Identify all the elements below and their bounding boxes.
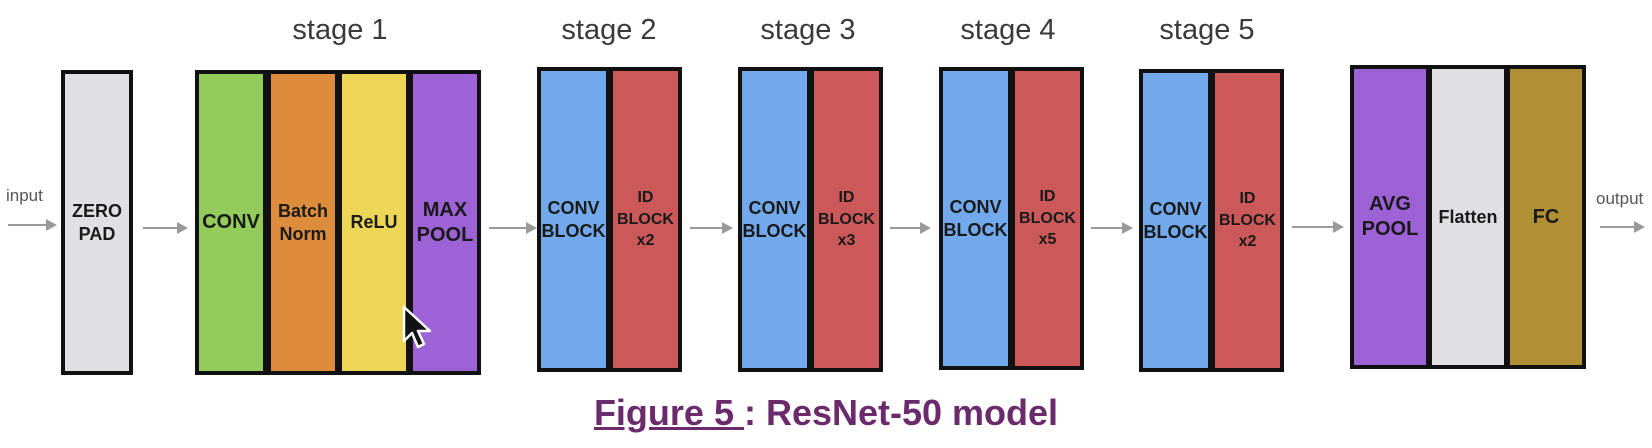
stage4-conv-block: CONV BLOCK bbox=[939, 67, 1012, 370]
stage-4-label: stage 4 bbox=[960, 14, 1056, 46]
figure-caption: Figure 5 : ResNet-50 model bbox=[0, 392, 1652, 434]
flatten-block: Flatten bbox=[1428, 65, 1508, 369]
zero-pad-block: ZERO PAD bbox=[61, 70, 133, 375]
stage3-id-block: ID BLOCK x3 bbox=[810, 67, 883, 372]
stage-3-label: stage 3 bbox=[760, 14, 856, 46]
input-arrow-head bbox=[46, 219, 57, 231]
arrow-zeropad-stage1-head bbox=[177, 222, 188, 234]
arrow-stage5-output-head-tip bbox=[1333, 221, 1344, 233]
arrow-stage1-stage2 bbox=[489, 227, 528, 229]
stage2-conv-block: CONV BLOCK bbox=[537, 67, 610, 372]
stage3-conv-block: CONV BLOCK bbox=[738, 67, 811, 372]
stage4-id-block-label: ID BLOCK x5 bbox=[1019, 188, 1076, 249]
fc-block: FC bbox=[1506, 65, 1586, 369]
flatten-label: Flatten bbox=[1438, 206, 1498, 227]
figure-number: Figure 5 bbox=[593, 392, 744, 433]
batch-norm-label: Batch Norm bbox=[277, 201, 328, 244]
stage5-conv-block-label: CONV BLOCK bbox=[1143, 199, 1208, 242]
fc-label: FC bbox=[1532, 205, 1560, 228]
relu-label: ReLU bbox=[350, 212, 398, 233]
input-label: input bbox=[6, 186, 43, 205]
stage-1-label: stage 1 bbox=[292, 14, 388, 46]
output-arrow-head bbox=[1634, 221, 1645, 233]
stage3-conv-block-label: CONV BLOCK bbox=[742, 198, 807, 241]
batch-norm-block: Batch Norm bbox=[267, 70, 339, 375]
stage5-conv-block: CONV BLOCK bbox=[1139, 69, 1212, 372]
output-label: output bbox=[1596, 189, 1644, 208]
stage4-id-block: ID BLOCK x5 bbox=[1011, 67, 1084, 370]
figure-title: : ResNet-50 model bbox=[743, 392, 1059, 433]
stage-2-label: stage 2 bbox=[561, 14, 657, 46]
stage2-id-block: ID BLOCK x2 bbox=[609, 67, 682, 372]
mouse-cursor-icon bbox=[402, 305, 432, 349]
arrow-stage4-stage5 bbox=[1091, 227, 1124, 229]
stage-5-label: stage 5 bbox=[1159, 14, 1255, 46]
stage5-id-block-label: ID BLOCK x2 bbox=[1219, 190, 1276, 251]
output-arrow bbox=[1600, 226, 1636, 228]
arrow-stage2-stage3 bbox=[690, 227, 724, 229]
zero-pad-label: ZERO PAD bbox=[71, 201, 122, 244]
arrow-stage4-stage5-head bbox=[1122, 222, 1133, 234]
relu-block: ReLU bbox=[338, 70, 410, 375]
arrow-stage1-stage2-head bbox=[526, 222, 537, 234]
arrow-stage5-output-head bbox=[1292, 226, 1335, 228]
stage2-conv-block-label: CONV BLOCK bbox=[541, 198, 606, 241]
max-pool-label: MAX POOL bbox=[416, 198, 474, 246]
stage5-id-block: ID BLOCK x2 bbox=[1211, 69, 1284, 372]
arrow-stage3-stage4-head bbox=[920, 222, 931, 234]
input-arrow bbox=[8, 224, 48, 226]
arrow-stage2-stage3-head bbox=[722, 222, 733, 234]
arrow-zeropad-stage1 bbox=[143, 227, 179, 229]
conv-block-stage1: CONV bbox=[195, 70, 267, 375]
stage2-id-block-label: ID BLOCK x2 bbox=[617, 189, 674, 250]
conv-label: CONV bbox=[202, 211, 260, 233]
stage4-conv-block-label: CONV BLOCK bbox=[943, 197, 1008, 240]
avg-pool-block: AVG POOL bbox=[1350, 65, 1430, 369]
stage3-id-block-label: ID BLOCK x3 bbox=[818, 189, 875, 250]
arrow-stage3-stage4 bbox=[890, 227, 922, 229]
avg-pool-label: AVG POOL bbox=[1361, 193, 1419, 240]
